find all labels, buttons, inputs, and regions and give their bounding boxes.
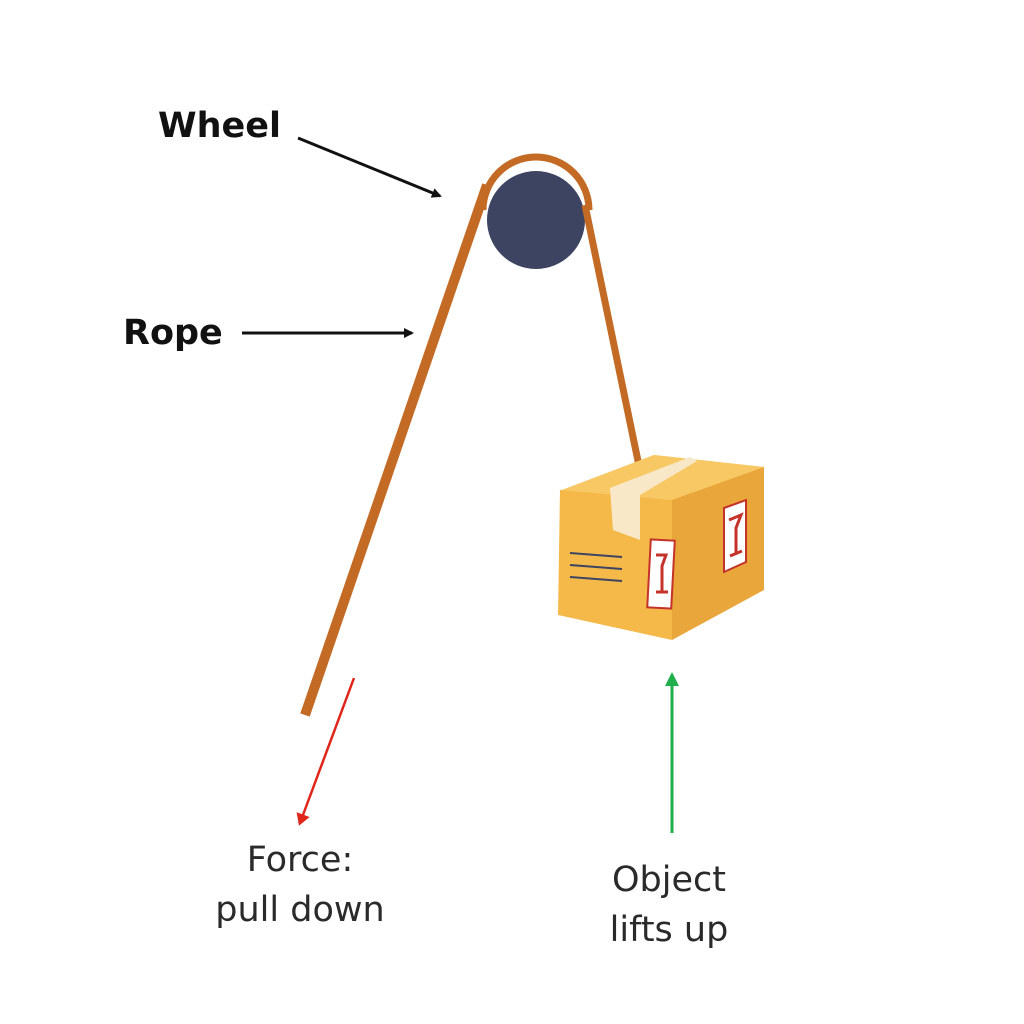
rope [300,153,648,717]
force-arrow [296,677,356,826]
force-label: Force: pull down [200,835,400,935]
wheel-pointer-arrow [297,136,442,198]
wheel-label: Wheel [158,106,281,146]
box-tape [610,457,697,540]
box-front [558,490,672,640]
object-label-line1: Object [612,860,726,900]
object-label-line2: lifts up [609,910,729,950]
fragile-sticker-front-icon [646,538,676,610]
fragile-sticker-side-icon [723,498,747,574]
rope-label: Rope [123,313,223,353]
box-label-lines [569,552,623,582]
pulley-wheel [487,171,585,269]
force-label-line1: Force: [246,840,354,880]
cardboard-box [558,455,764,640]
object-label: Object lifts up [569,855,769,955]
force-label-line2: pull down [215,890,385,930]
